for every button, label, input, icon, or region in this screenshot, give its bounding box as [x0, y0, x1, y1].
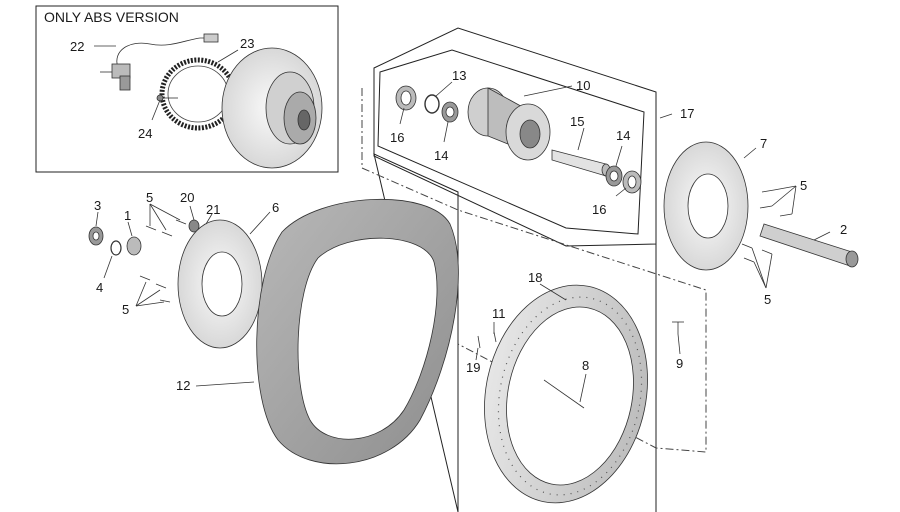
hub-bearing-left	[441, 101, 459, 123]
hub-seal-right	[622, 170, 642, 194]
callout-5-left-lower: 5	[122, 302, 129, 317]
wheel-assembly-dash-frame	[361, 88, 707, 453]
callout-5-left-upper: 5	[146, 190, 153, 205]
disc-screws-right-upper	[759, 189, 793, 217]
abs-brake-disc	[221, 47, 323, 169]
callout-22: 22	[70, 39, 84, 54]
callout-16-right: 16	[592, 202, 606, 217]
seal-left-outer	[88, 226, 104, 246]
wheel-hub	[467, 87, 551, 161]
callout-8: 8	[582, 358, 589, 373]
callout-14-right: 14	[616, 128, 630, 143]
bearing-left	[126, 236, 142, 256]
abs-inset-frame	[35, 5, 339, 173]
callout-7: 7	[760, 136, 767, 151]
spoke-nipple	[477, 331, 497, 349]
callout-2: 2	[840, 222, 847, 237]
wheel-rim	[484, 284, 648, 504]
valve-screw	[672, 321, 684, 334]
spoke	[543, 379, 585, 409]
brake-disc-left	[177, 219, 263, 349]
disc-screws-left-upper	[145, 219, 187, 237]
callout-18: 18	[528, 270, 542, 285]
disc-screws-right-lower	[741, 243, 773, 263]
callout-5-right-upper: 5	[800, 178, 807, 193]
callout-15: 15	[570, 114, 584, 129]
callout-17: 17	[680, 106, 694, 121]
brake-disc-right	[663, 141, 749, 271]
callout-1: 1	[124, 208, 131, 223]
callout-10: 10	[576, 78, 590, 93]
hub-seal-left	[395, 85, 417, 111]
circlip-left	[110, 240, 122, 256]
callout-13: 13	[452, 68, 466, 83]
hub-bearing-right	[605, 165, 623, 187]
callout-5-right-lower: 5	[764, 292, 771, 307]
hub-subassembly-frame	[377, 49, 645, 235]
hub-spacer	[551, 149, 611, 177]
callout-9: 9	[676, 356, 683, 371]
callout-19: 19	[466, 360, 480, 375]
abs-screw	[156, 94, 178, 102]
callout-21: 21	[206, 202, 220, 217]
leader-lines	[94, 45, 831, 403]
callout-23: 23	[240, 36, 254, 51]
disc-screws-left-lower	[139, 275, 171, 303]
callout-12: 12	[176, 378, 190, 393]
hub-circlip	[424, 94, 440, 114]
callout-24: 24	[138, 126, 152, 141]
callout-20: 20	[180, 190, 194, 205]
abs-inset-title: ONLY ABS VERSION	[44, 9, 179, 25]
wheel-axle	[759, 223, 859, 268]
callout-16-left: 16	[390, 130, 404, 145]
tire	[256, 198, 459, 465]
callout-4: 4	[96, 280, 103, 295]
callout-6: 6	[272, 200, 279, 215]
callout-3: 3	[94, 198, 101, 213]
callout-14-left: 14	[434, 148, 448, 163]
abs-sensor-cable	[100, 33, 219, 91]
callout-11: 11	[492, 306, 506, 321]
